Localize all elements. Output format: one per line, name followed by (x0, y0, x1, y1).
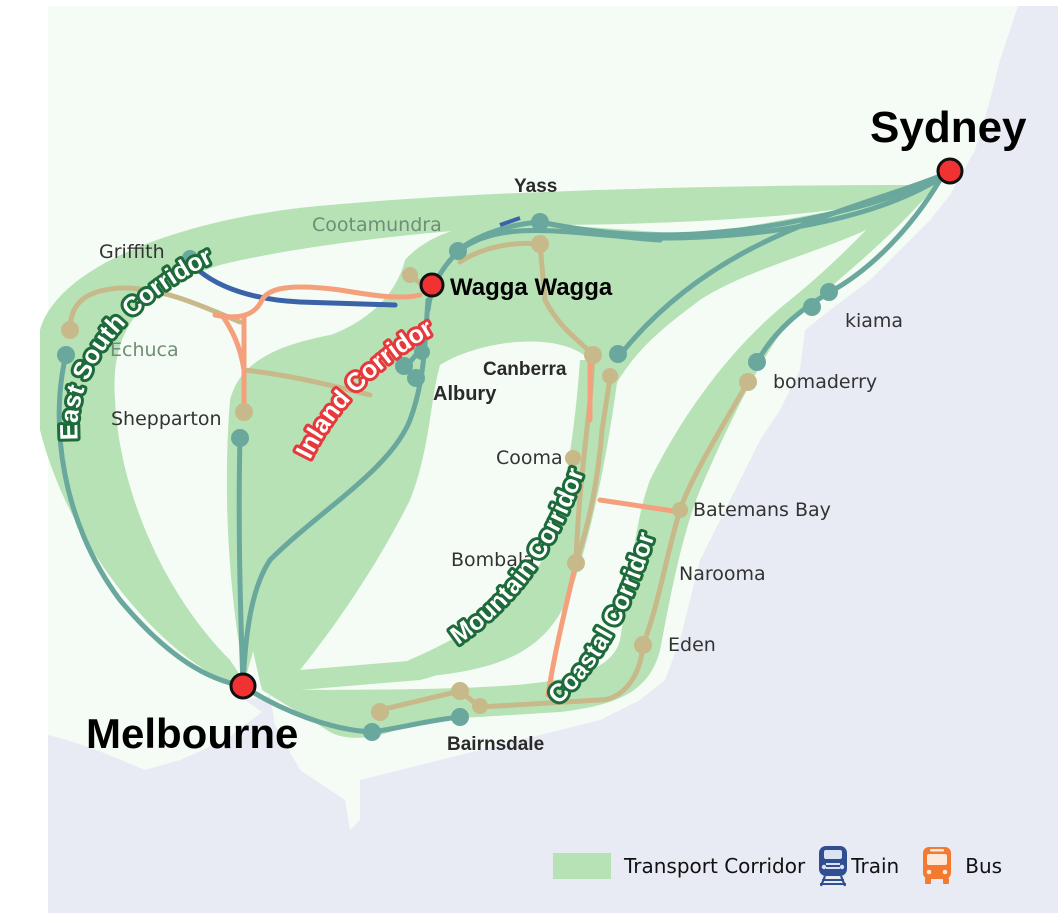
train-line-blue-2 (499, 216, 521, 227)
train-line-blue (187, 259, 398, 308)
albury-label: Albury (433, 383, 497, 405)
bombala-label: Bombala (451, 549, 535, 571)
narooma-label: Narooma (679, 563, 766, 585)
shepparton-label: Shepparton (111, 408, 221, 430)
train-stops (57, 213, 838, 741)
bairnsdale-label: Bairnsdale (447, 734, 544, 755)
legend-corridor-label: Transport Corridor (624, 854, 806, 878)
cootamundra-label: Cootamundra (312, 214, 442, 236)
wagga-label: Wagga Wagga (450, 274, 613, 301)
kiama-label: kiama (845, 310, 903, 332)
bus-icon (921, 845, 953, 887)
sea-area (48, 6, 1058, 913)
cooma-label: Cooma (496, 447, 563, 469)
sydney-marker[interactable] (936, 157, 964, 185)
melbourne-label: Melbourne (86, 710, 298, 757)
yass-label: Yass (514, 176, 557, 197)
griffith-label: Griffith (99, 241, 165, 263)
map-legend: Transport Corridor Train Bus (553, 845, 1008, 887)
legend-train-label: Train (851, 854, 900, 878)
legend-bus-label: Bus (965, 854, 1003, 878)
wagga-marker[interactable] (419, 272, 445, 298)
melbourne-marker[interactable] (229, 672, 257, 700)
echuca-label: Echuca (110, 339, 179, 361)
corridor-swatch (553, 853, 611, 879)
sydney-label: Sydney (870, 103, 1027, 152)
eden-label: Eden (668, 634, 716, 656)
regional-stops (61, 235, 757, 721)
bomaderry-label: bomaderry (773, 371, 877, 393)
corridor-bands (40, 175, 945, 738)
bus-lines (212, 284, 683, 698)
train-icon (817, 845, 849, 887)
canberra-label: Canberra (483, 359, 567, 380)
batemans-bay-label: Batemans Bay (693, 499, 831, 521)
